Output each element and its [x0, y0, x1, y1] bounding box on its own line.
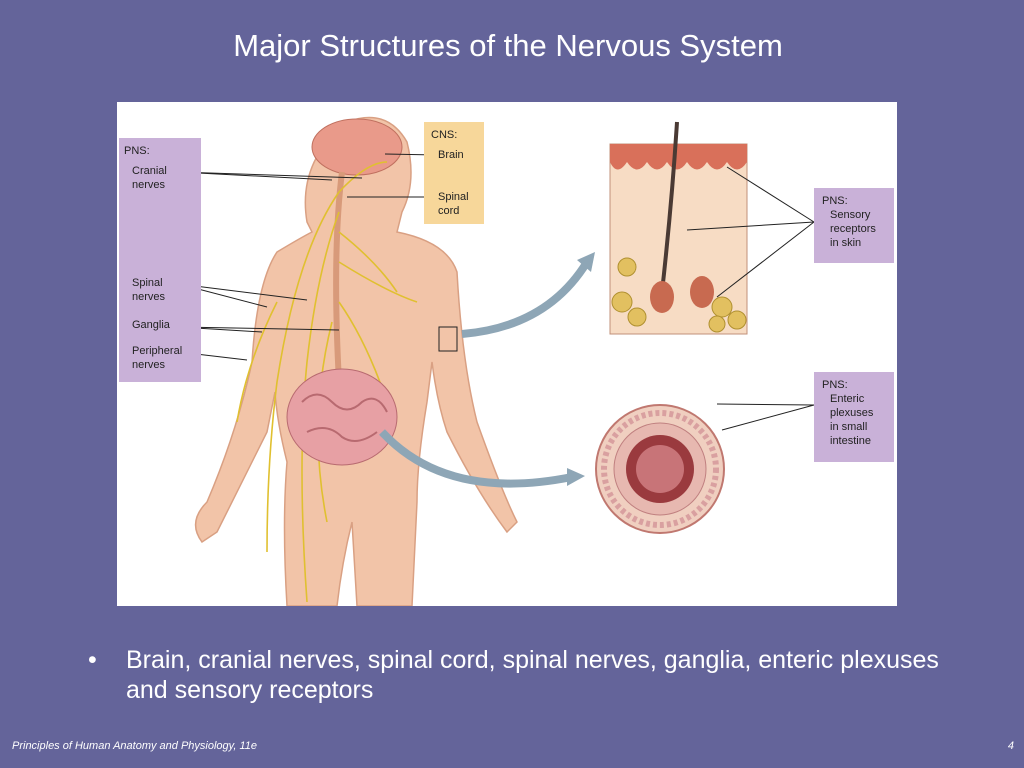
ganglia-label: Ganglia [132, 319, 170, 331]
cranial-nerves-label: Cranial nerves [132, 165, 167, 191]
nervous-system-figure: PNS: Cranial nerves Spinal nerves Gangli… [117, 102, 897, 606]
spinal-nerves-label: Spinal nerves [132, 277, 166, 303]
sensory-receptors-label: Sensory receptors in skin [830, 209, 876, 249]
pns-left-heading: PNS: [124, 145, 150, 157]
enteric-plexuses-label: Enteric plexuses in small intestine [830, 393, 874, 447]
skin-inset [609, 121, 748, 335]
pns-skin-box: PNS: Sensory receptors in skin [814, 188, 894, 263]
intestines [286, 368, 398, 466]
brain-label: Brain [438, 149, 464, 161]
anatomy-illustration [178, 116, 815, 606]
pns-left-box: PNS: Cranial nerves Spinal nerves Gangli… [119, 138, 201, 382]
intestine-cross-section [595, 404, 725, 534]
brain [311, 118, 403, 176]
footer-source: Principles of Human Anatomy and Physiolo… [12, 740, 257, 752]
pns-skin-heading: PNS: [822, 195, 848, 207]
spinal-cord [333, 171, 345, 383]
bullet-text: Brain, cranial nerves, spinal cord, spin… [126, 646, 939, 704]
page-number: 4 [1007, 740, 1014, 752]
cns-box: CNS: Brain Spinal cord [424, 122, 484, 224]
human-body [194, 116, 518, 606]
inset-marker [438, 326, 458, 352]
pns-intestine-heading: PNS: [822, 379, 848, 391]
peripheral-nerves-label: Peripheral nerves [132, 345, 183, 371]
pns-intestine-box: PNS: Enteric plexuses in small intestine [814, 372, 894, 462]
leader-lines-right [686, 166, 815, 431]
arrow-to-intestine [379, 429, 573, 488]
bullet-marker: • [88, 646, 97, 674]
spinal-cord-label: Spinal cord [438, 191, 469, 217]
nerves [236, 161, 418, 603]
cns-heading: CNS: [431, 129, 458, 141]
arrow-to-skin [461, 259, 591, 338]
slide-title: Major Structures of the Nervous System [233, 28, 783, 63]
